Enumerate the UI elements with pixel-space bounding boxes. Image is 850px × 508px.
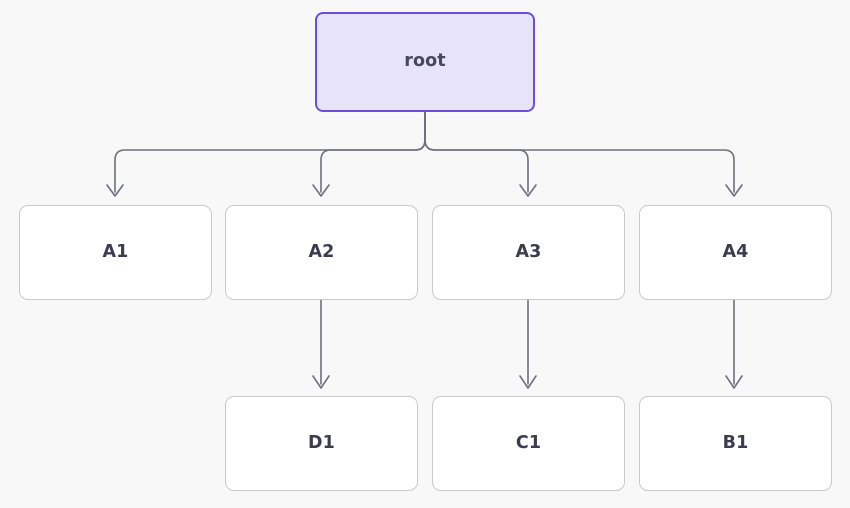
node-a2[interactable]: A2: [225, 205, 418, 300]
node-c1-label: C1: [515, 432, 542, 453]
edge-root-a4: [424, 111, 735, 193]
arrowhead-a4: [725, 184, 743, 197]
node-a4-label: A4: [722, 241, 749, 262]
node-a1-label: A1: [102, 241, 129, 262]
node-d1-label: D1: [308, 432, 335, 453]
node-a3-label: A3: [515, 241, 542, 262]
node-a2-label: A2: [308, 241, 335, 262]
arrowhead-d1: [312, 375, 330, 389]
arrowhead-a3: [519, 184, 537, 197]
node-d1[interactable]: D1: [225, 396, 418, 491]
arrowhead-a2: [312, 184, 330, 197]
edge-root-a1: [114, 111, 426, 193]
arrowhead-a1: [106, 184, 124, 197]
node-a3[interactable]: A3: [432, 205, 625, 300]
node-b1[interactable]: B1: [639, 396, 832, 491]
node-a4[interactable]: A4: [639, 205, 832, 300]
node-a1[interactable]: A1: [19, 205, 212, 300]
edge-root-a2: [320, 111, 426, 193]
arrowhead-c1: [519, 375, 537, 389]
node-c1[interactable]: C1: [432, 396, 625, 491]
arrowhead-b1: [725, 375, 743, 389]
node-b1-label: B1: [722, 432, 749, 453]
node-root[interactable]: root: [315, 12, 535, 112]
node-root-label: root: [404, 51, 446, 72]
edge-root-a3: [424, 111, 529, 193]
